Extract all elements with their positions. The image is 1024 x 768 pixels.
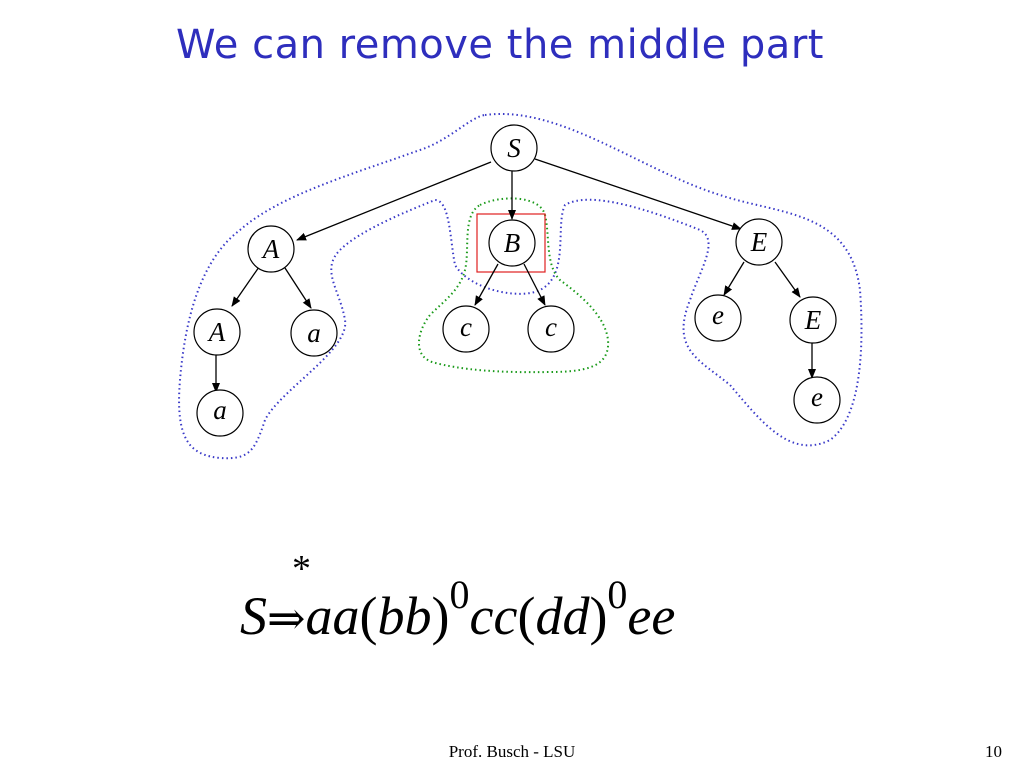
derives-arrow: ⇒ [267,591,306,645]
page-number: 10 [985,742,1002,761]
formula-lparen-2: ( [517,586,536,646]
derivation-formula: * S⇒aa(bb)0cc(dd)0ee [240,545,800,655]
node-a-leaf-label: a [213,395,227,425]
node-A-child: A [193,308,241,356]
node-a-leaf: a [196,389,244,437]
node-E-child-label: E [804,305,822,335]
edge-E-E [774,261,801,298]
formula-aa: aa [305,586,360,646]
node-e-left-label: e [712,300,724,330]
node-E-label: E [750,227,768,257]
node-a-right-label: a [307,318,321,348]
tree-edges [212,158,816,393]
formula-ee: ee [627,586,676,646]
edge-B-c1 [474,263,499,306]
node-e-left: e [694,294,742,342]
edge-B-c2 [523,263,546,306]
node-E: E [735,218,783,266]
node-A-label: A [261,234,280,264]
outer-region-outline [178,112,863,460]
node-E-child: E [789,296,837,344]
node-c-right-label: c [545,312,557,342]
edge-S-E [534,158,742,230]
formula-expression: S⇒aa(bb)0cc(dd)0ee [240,572,676,647]
formula-dd: dd [535,586,590,646]
node-A-child-label: A [207,317,226,347]
node-e-leaf: e [793,376,841,424]
edge-S-A [296,161,492,241]
edge-A-A [231,266,260,307]
derivation-star: * [292,548,311,590]
derivation-tree: S A B E A a a c [178,112,863,460]
formula-bb: bb [377,586,432,646]
node-e-leaf-label: e [811,382,823,412]
formula-rparen-2: ) [589,586,608,646]
formula-rparen-1: ) [431,586,450,646]
node-c-right: c [527,305,575,353]
formula-cc: cc [469,586,518,646]
node-c-left-label: c [460,312,472,342]
formula-start-symbol: S [240,586,267,646]
formula-exponent-2: 0 [607,572,628,617]
slide-footer: Prof. Busch - LSU [448,742,576,761]
edge-A-a [284,267,312,309]
node-c-left: c [442,305,490,353]
node-S: S [490,124,538,172]
slide-title: We can remove the middle part [176,22,824,68]
formula-exponent-1: 0 [449,572,470,617]
node-A: A [247,225,295,273]
edge-E-e [723,261,745,296]
node-S-label: S [507,133,521,163]
formula-lparen-1: ( [359,586,378,646]
node-B: B [488,219,536,267]
node-a-right: a [290,309,338,357]
node-B-label: B [504,228,521,258]
